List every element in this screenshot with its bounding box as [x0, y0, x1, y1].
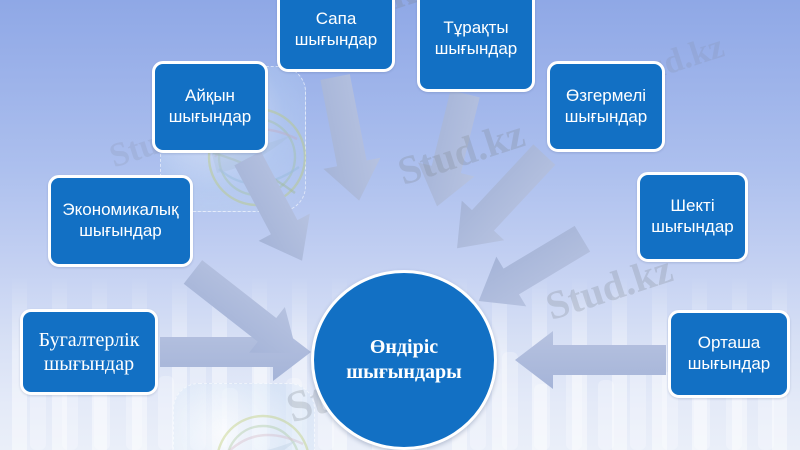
center-node-production-costs[interactable]: Өндіріс шығындары [311, 270, 497, 450]
node-aikyn-line2: шығындар [168, 107, 252, 126]
node-bugalterlik-line1: Бугалтерлік [38, 328, 140, 351]
node-ozgermeli-line1: Өзгермелі [565, 85, 647, 105]
node-sapa[interactable]: Сапа шығындар [277, 0, 395, 72]
node-ekonomikalyk-line1: Экономикалық [62, 200, 179, 220]
node-ortasha-label: Орташа шығындар [688, 333, 771, 374]
node-bugalterlik[interactable]: Бугалтерлік шығындар [20, 309, 158, 395]
center-node-line1: Өндіріс [369, 336, 439, 358]
node-ortasha-line1: Орташа [697, 333, 761, 353]
arrow-from-shekti [478, 225, 591, 307]
node-bugalterlik-label: Бугалтерлік шығындар [39, 328, 140, 377]
node-ortasha-line2: шығындар [687, 354, 771, 373]
node-sapa-line1: Сапа [315, 9, 357, 29]
node-bugalterlik-line2: шығындар [43, 353, 135, 375]
node-ekonomikalyk[interactable]: Экономикалық шығындар [48, 175, 193, 267]
arrow-from-ozgermeli [457, 144, 556, 249]
node-ozgermeli-label: Өзгермелі шығындар [565, 86, 648, 127]
node-turakty[interactable]: Тұрақты шығындар [417, 0, 535, 92]
node-shekti-line1: Шекті [670, 196, 715, 216]
decorative-glow-card-lower [173, 383, 315, 450]
center-node-line2: шығындары [346, 361, 462, 383]
arrow-from-ekonomikalyk [183, 260, 297, 354]
node-ekonomikalyk-line2: шығындар [79, 221, 162, 240]
center-node-label: Өндіріс шығындары [346, 335, 462, 385]
arrow-from-bugalterlik [160, 323, 311, 381]
node-aikyn-line1: Айқын [185, 86, 235, 106]
node-aikyn[interactable]: Айқын шығындар [152, 61, 268, 153]
node-ekonomikalyk-label: Экономикалық шығындар [62, 200, 178, 241]
node-ortasha[interactable]: Орташа шығындар [668, 310, 790, 398]
node-ozgermeli[interactable]: Өзгермелі шығындар [547, 61, 665, 152]
node-turakty-line1: Тұрақты [443, 18, 509, 38]
arrow-from-ortasha [515, 331, 666, 389]
watermark-text: Stud.kz [392, 110, 530, 194]
node-shekti[interactable]: Шекті шығындар [637, 172, 748, 262]
node-turakty-line2: шығындар [434, 39, 518, 58]
node-ozgermeli-line2: шығындар [564, 106, 648, 126]
arrow-from-sapa [320, 74, 381, 201]
node-aikyn-label: Айқын шығындар [169, 86, 252, 127]
node-sapa-label: Сапа шығындар [295, 9, 378, 50]
arrow-from-aikyn [234, 151, 310, 261]
node-sapa-line2: шығындар [294, 30, 378, 49]
arrow-from-turakty [418, 90, 480, 207]
decorative-swirl-lower [217, 414, 309, 450]
node-shekti-line2: шығындар [651, 217, 734, 236]
node-shekti-label: Шекті шығындар [651, 196, 734, 237]
node-turakty-label: Тұрақты шығындар [435, 18, 518, 59]
